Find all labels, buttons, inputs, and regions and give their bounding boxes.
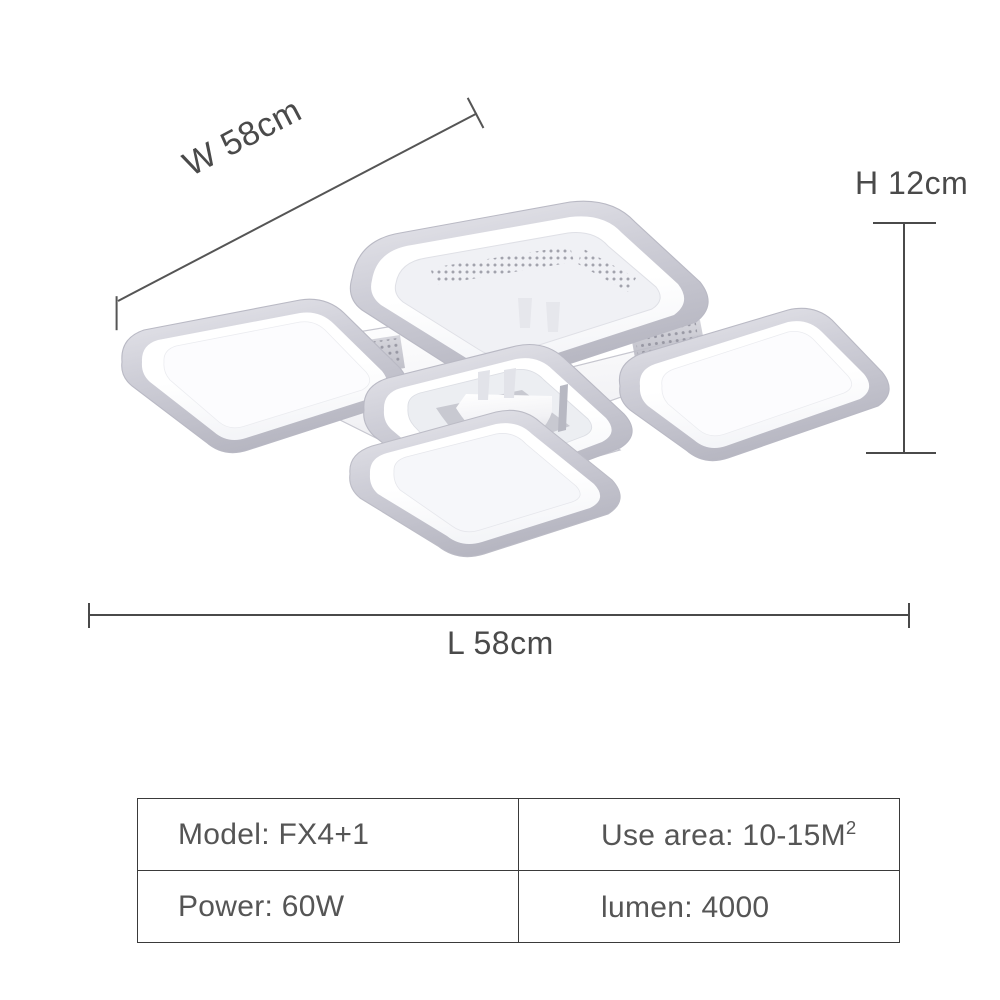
lamp-ring-top bbox=[349, 200, 709, 385]
spec-lumen: lumen: 4000 bbox=[518, 870, 900, 943]
height-dimension-tick-top bbox=[873, 222, 936, 224]
lamp-ring-right bbox=[618, 307, 890, 462]
height-dimension-label: H 12cm bbox=[855, 165, 969, 201]
length-dimension-label: L 58cm bbox=[447, 625, 554, 661]
spec-power: Power: 60W bbox=[137, 870, 519, 943]
spec-model: Model: FX4+1 bbox=[137, 798, 519, 871]
height-dimension-tick-bottom bbox=[866, 452, 936, 454]
length-dimension-tick-left bbox=[88, 603, 90, 628]
spec-lumen-text: lumen: 4000 bbox=[601, 890, 770, 924]
table-row: Model: FX4+1 Use area: 10-15M2 bbox=[137, 798, 900, 871]
lamp-ring-bottom bbox=[349, 409, 621, 558]
table-row: Power: 60W lumen: 4000 bbox=[137, 870, 900, 943]
height-dimension-shaft bbox=[903, 223, 905, 454]
spec-use-area-text: Use area: 10-15M bbox=[601, 818, 846, 852]
specification-table: Model: FX4+1 Use area: 10-15M2 Power: 60… bbox=[137, 798, 900, 943]
spec-use-area: Use area: 10-15M2 bbox=[518, 798, 900, 871]
width-dimension-tick-end bbox=[466, 97, 484, 129]
length-dimension-tick-right bbox=[908, 603, 910, 628]
spec-use-area-superscript: 2 bbox=[845, 816, 857, 838]
lamp-ring-left bbox=[121, 298, 408, 454]
ceiling-lamp-illustration bbox=[100, 150, 900, 570]
length-dimension-shaft bbox=[88, 614, 910, 616]
